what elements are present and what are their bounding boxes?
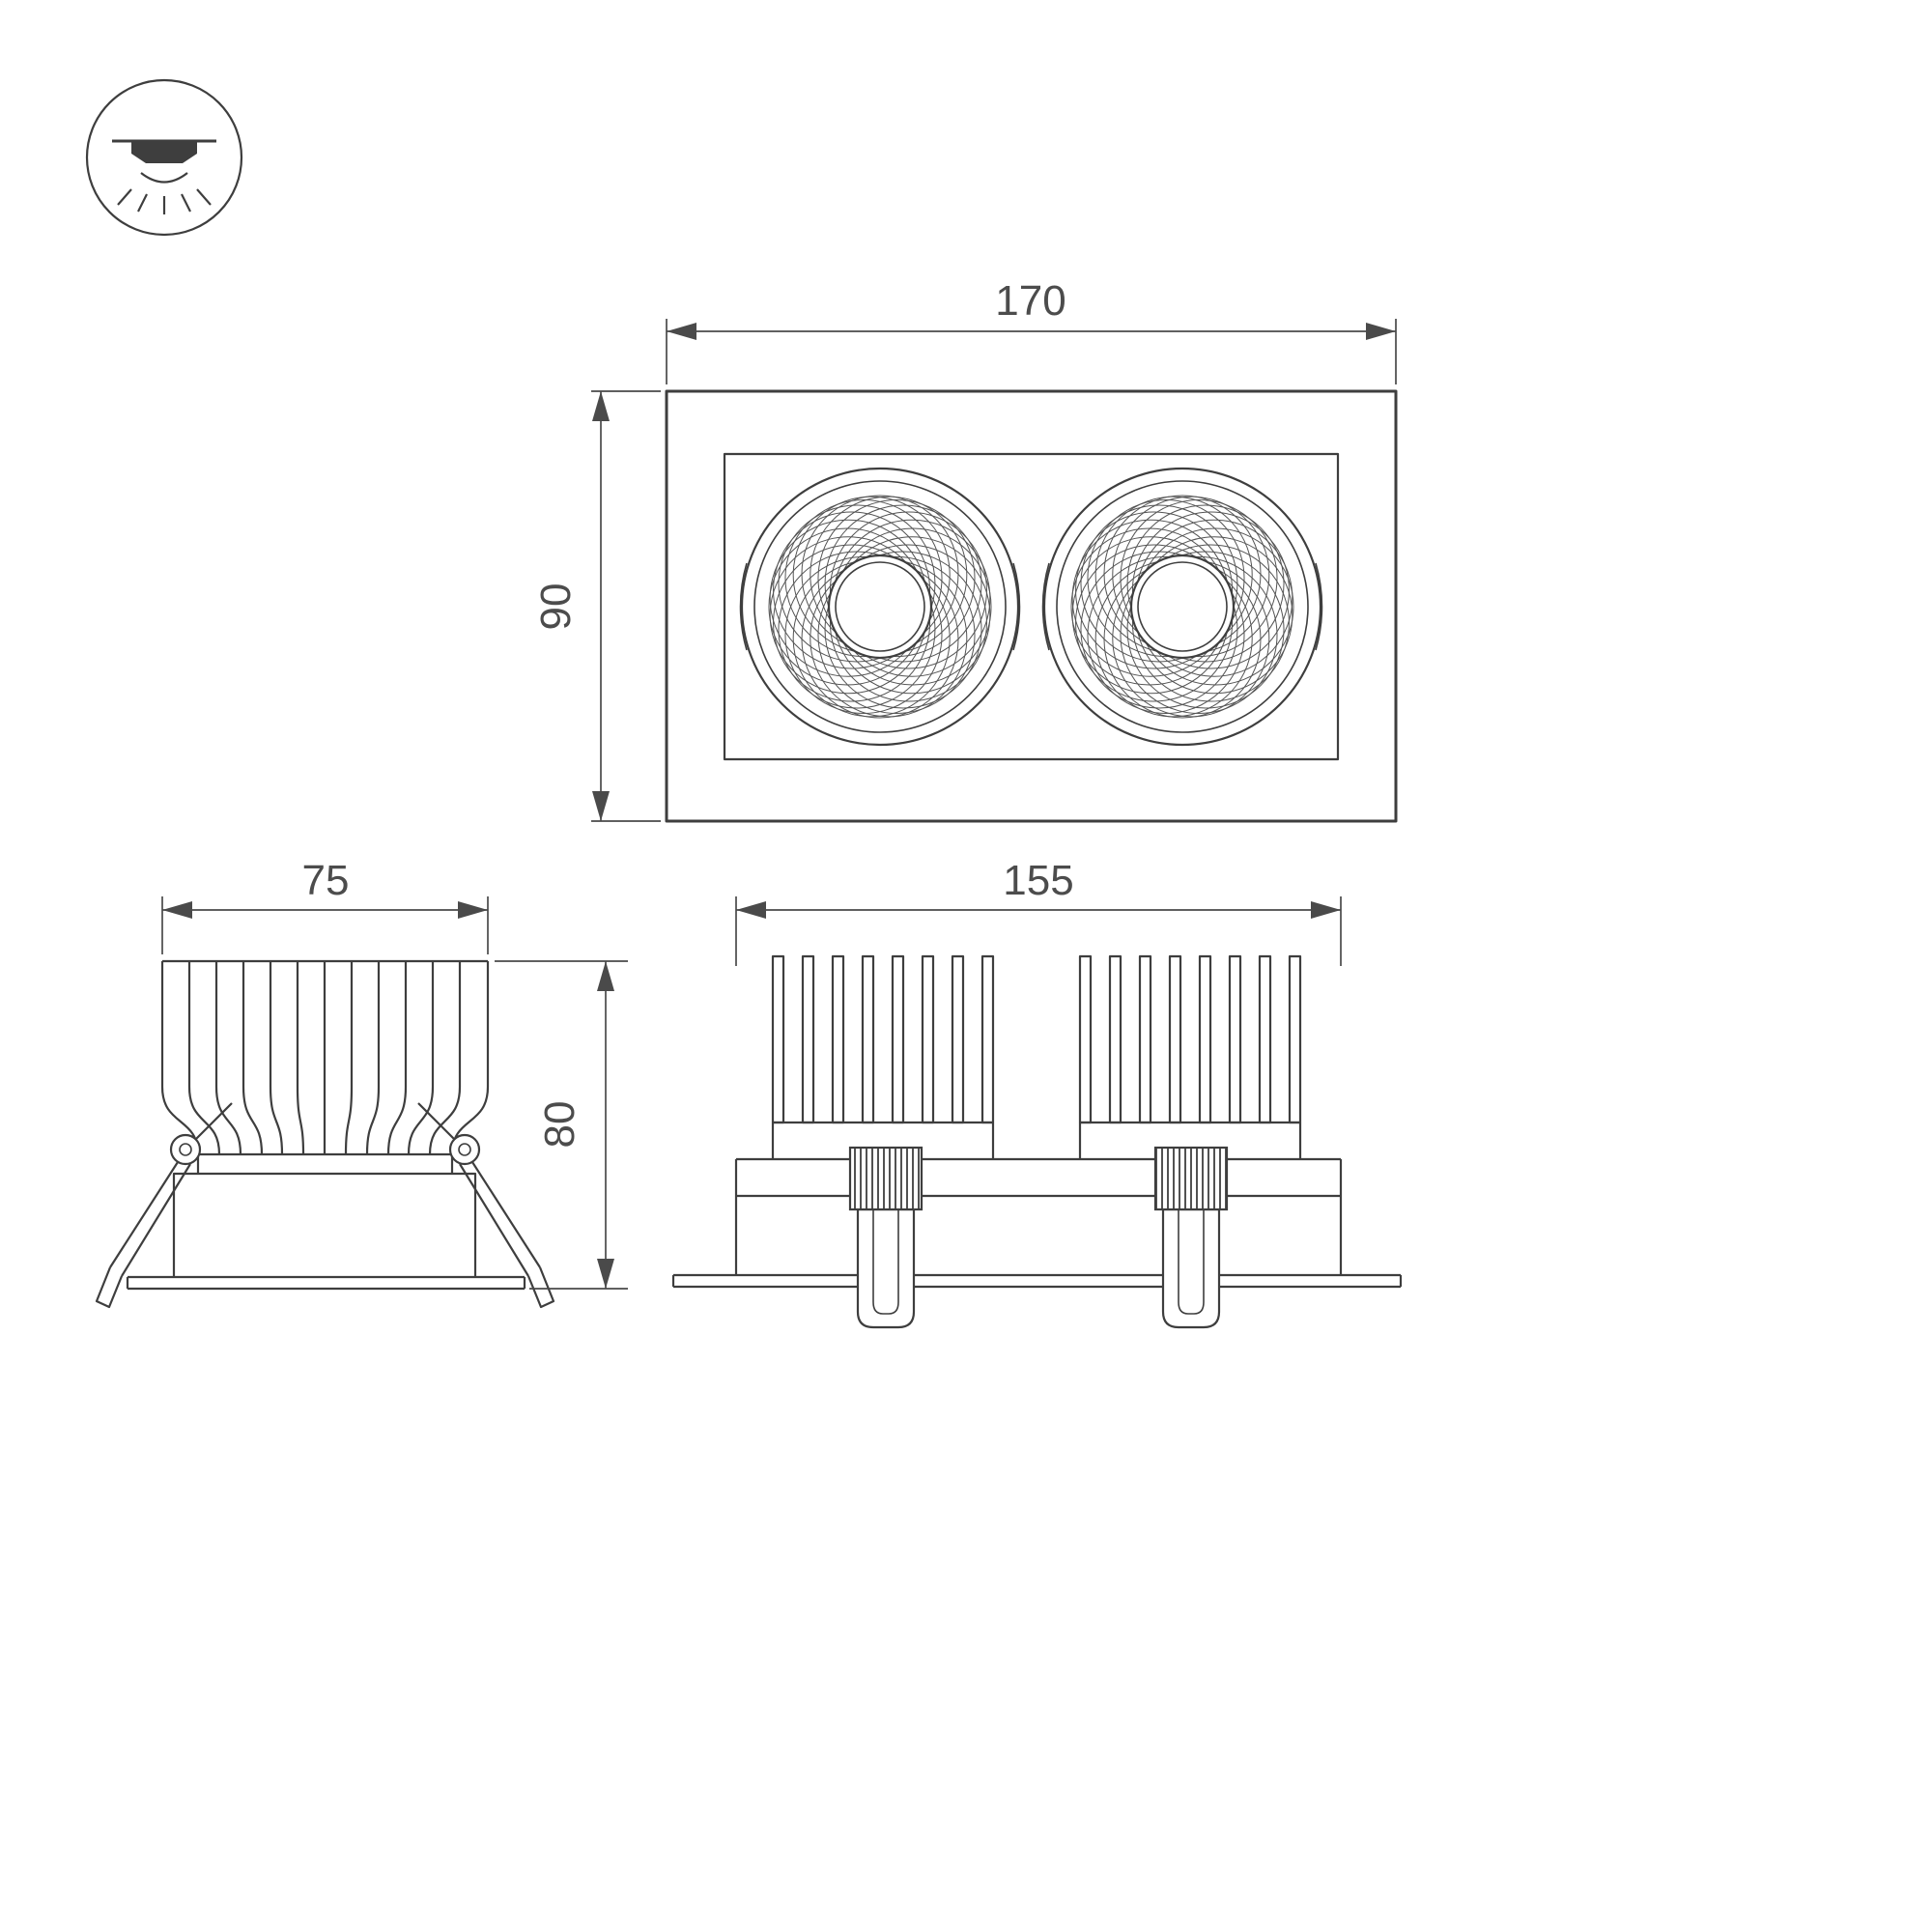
- icon-lamp-body: [131, 141, 197, 163]
- dim-label-front-height: 90: [532, 583, 580, 631]
- side-view: 75 80: [95, 857, 628, 1309]
- dim-label-side-width: 75: [302, 857, 350, 904]
- clip-spring-hatch: [848, 1146, 923, 1211]
- clip-spring-hatch: [1153, 1146, 1229, 1211]
- icon-lamp-arc: [140, 172, 188, 184]
- long-side-view: 155: [671, 857, 1403, 1329]
- dim-label-front-width: 170: [995, 277, 1065, 325]
- lamp-right: [1041, 467, 1323, 747]
- icon-circle: [85, 78, 243, 237]
- dim-label-long-width: 155: [1003, 857, 1073, 904]
- side-trim-housing: [172, 1154, 477, 1277]
- mount-clip-left: [848, 1146, 923, 1329]
- side-flange: [126, 1275, 526, 1291]
- dimension-side-width: 75: [161, 857, 489, 954]
- mount-clip-right: [1153, 1146, 1229, 1329]
- dimension-front-width: 170: [666, 277, 1397, 384]
- front-inner-frame: [723, 452, 1340, 761]
- front-outer-frame: [665, 389, 1398, 823]
- recessed-downlight-icon: [85, 78, 243, 237]
- dimension-front-height: 90: [532, 390, 661, 822]
- dimension-side-height: 80: [495, 960, 628, 1290]
- long-frame-body: [734, 1157, 1343, 1275]
- front-view: 170 90: [532, 277, 1398, 823]
- lamp-left: [739, 467, 1021, 747]
- icon-light-rays: [117, 188, 212, 214]
- long-heatsink-fins-right: [1078, 954, 1302, 1159]
- dim-label-side-height: 80: [536, 1101, 583, 1149]
- dimension-long-width: 155: [735, 857, 1342, 966]
- long-flange: [671, 1273, 1403, 1289]
- long-heatsink-fins-left: [771, 954, 995, 1159]
